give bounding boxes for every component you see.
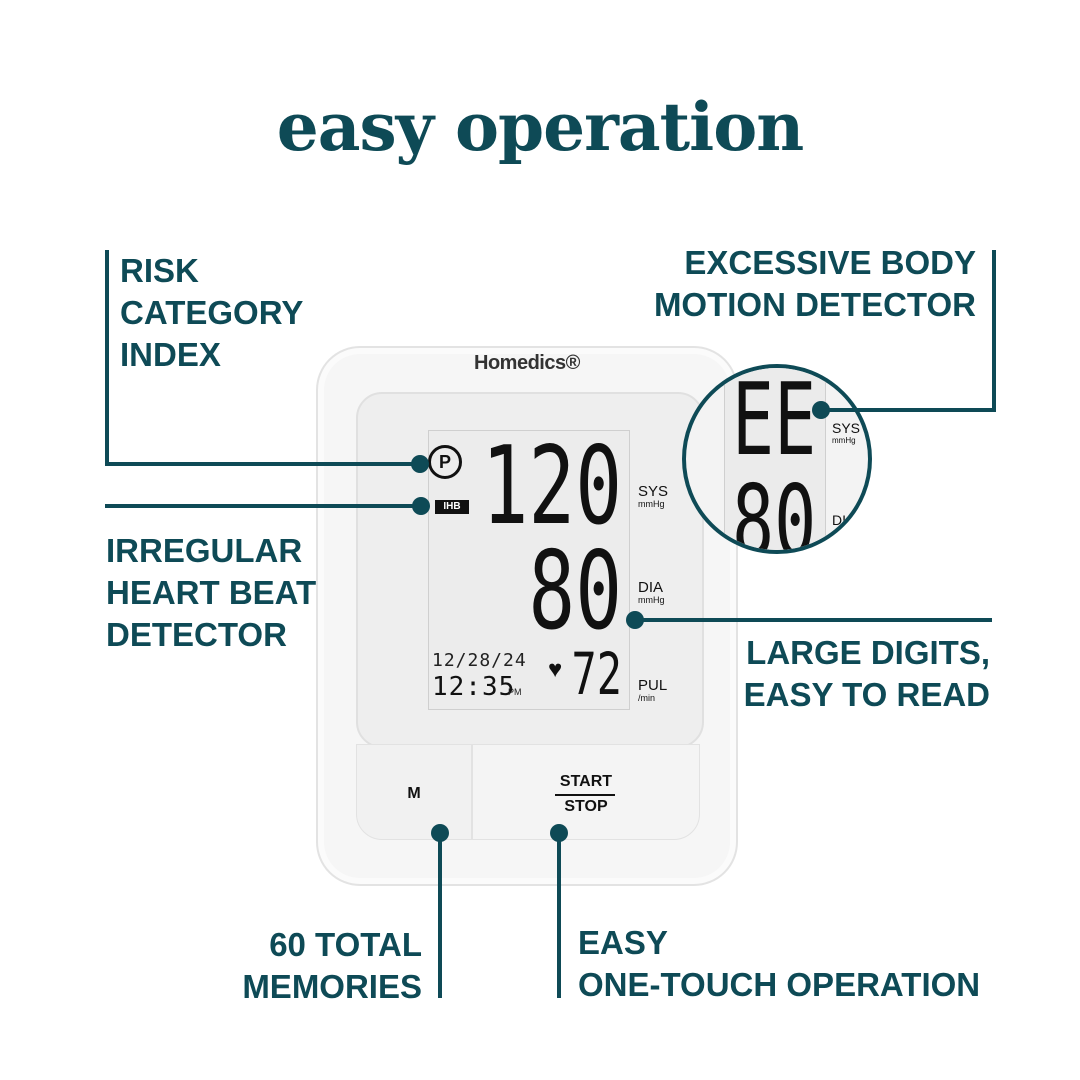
lcd-date: 12/28/24 <box>432 650 527 671</box>
leader-onetouch-vertical <box>557 832 561 998</box>
memory-button-label: M <box>407 785 421 802</box>
leader-digits-dot <box>626 611 644 629</box>
pul-label: PUL /min <box>638 678 667 703</box>
zoom-magnifier: EE 80 SYS mmHg DIA <box>682 364 872 554</box>
leader-digits-horizontal <box>634 618 992 622</box>
zoom-lcd <box>724 368 826 550</box>
lcd-screen <box>428 430 630 710</box>
leader-ihb-dot <box>412 497 430 515</box>
sys-label: SYS mmHg <box>638 484 668 509</box>
brand-logo: Homedics® <box>474 352 580 374</box>
zoom-sys-unit: mmHg <box>832 436 856 445</box>
leader-motion-vertical <box>992 250 996 412</box>
systolic-value: 120 <box>481 424 622 549</box>
leader-onetouch-dot <box>550 824 568 842</box>
zoom-sys-text: SYS <box>832 420 861 436</box>
dia-label-text: DIA <box>638 579 664 596</box>
callout-large-digits: LARGE DIGITS, EASY TO READ <box>743 634 990 713</box>
risk-category-icon: P <box>428 445 462 479</box>
pul-unit: /min <box>638 693 656 703</box>
leader-memories-vertical <box>438 832 442 998</box>
stop-label: STOP <box>564 798 608 815</box>
sys-unit: mmHg <box>638 499 665 509</box>
leader-ihb-horizontal <box>105 504 423 508</box>
leader-risk-vertical <box>105 250 109 466</box>
zoom-error-code: EE <box>732 364 817 478</box>
leader-memories-dot <box>431 824 449 842</box>
zoom-dia-label: DIA <box>832 512 856 528</box>
ihb-indicator: IHB <box>435 500 469 514</box>
zoom-sys-label: SYS mmHg <box>832 420 860 445</box>
leader-risk-dot <box>411 455 429 473</box>
pul-label-text: PUL <box>638 677 668 694</box>
diastolic-value: 80 <box>528 529 622 654</box>
dia-label: DIA mmHg <box>638 580 665 605</box>
callout-body-motion: EXCESSIVE BODY MOTION DETECTOR <box>653 244 976 323</box>
dia-unit: mmHg <box>638 595 665 605</box>
page-title: easy operation <box>276 88 805 166</box>
start-stop-divider <box>555 794 615 796</box>
start-label: START <box>559 773 613 790</box>
sys-label-text: SYS <box>638 483 669 500</box>
start-stop-button[interactable]: START STOP <box>472 744 700 840</box>
lcd-ampm: PM <box>508 687 522 697</box>
memory-button[interactable]: M <box>356 744 472 840</box>
pulse-value: 72 <box>571 640 622 708</box>
leader-risk-horizontal <box>105 462 420 466</box>
callout-memories: 60 TOTAL MEMORIES <box>242 926 422 1005</box>
callout-risk-category: RISK CATEGORY INDEX <box>120 252 304 373</box>
zoom-dia-value: 80 <box>732 463 817 554</box>
lcd-time: 12:35 <box>432 672 516 702</box>
callout-irregular-heartbeat: IRREGULAR HEART BEAT DETECTOR <box>106 532 317 653</box>
leader-motion-horizontal <box>820 408 996 412</box>
leader-motion-dot <box>812 401 830 419</box>
callout-one-touch: EASY ONE-TOUCH OPERATION <box>578 924 981 1003</box>
heart-icon: ♥ <box>548 656 563 683</box>
